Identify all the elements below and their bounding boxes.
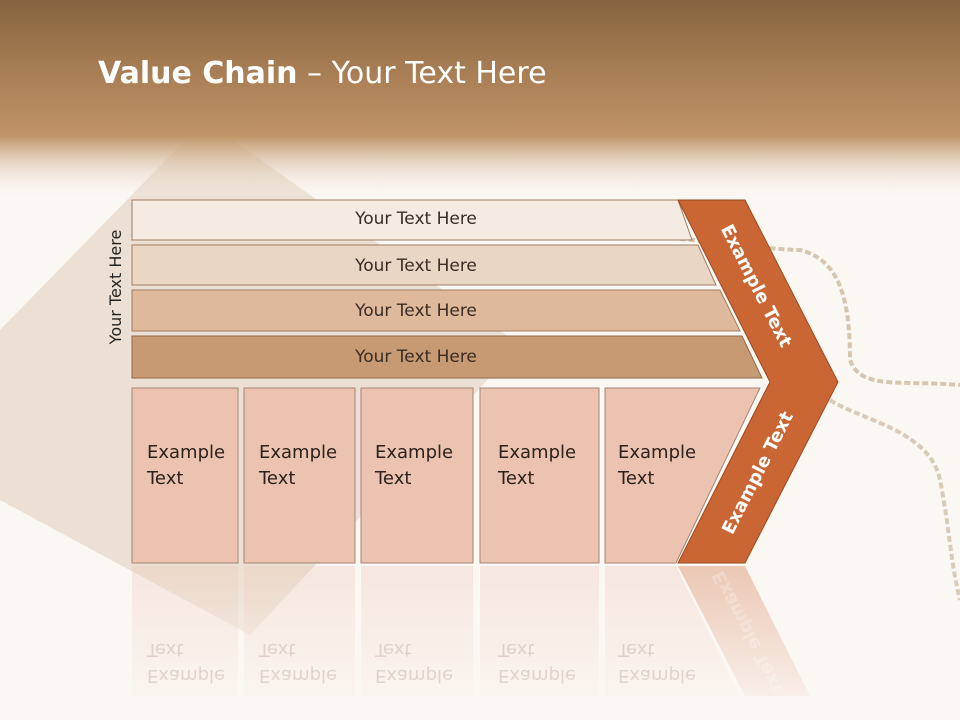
- primary-column-label-4: Example Text: [498, 442, 577, 489]
- reflected-label-5: Example Text: [618, 639, 697, 686]
- primary-column-2: [243, 387, 356, 564]
- support-bar-4: [131, 335, 763, 379]
- primary-column-3: [360, 387, 474, 564]
- reflected-label-1: Example Text: [147, 639, 226, 686]
- support-bar-3: [131, 289, 741, 332]
- primary-column-4: [479, 387, 600, 564]
- support-bar-label-4: Your Text Here: [355, 347, 477, 367]
- reflected-label-3: Example Text: [375, 639, 454, 686]
- reflected-label-2: Example Text: [259, 639, 338, 686]
- support-bar-1: [131, 199, 693, 241]
- support-bar-2: [131, 244, 717, 286]
- header-band: [0, 0, 960, 200]
- reflection-fade: [120, 566, 840, 716]
- support-bar-label-1: Your Text Here: [355, 209, 477, 229]
- primary-column-5: [604, 387, 761, 564]
- slide-title: Value Chain – Your Text Here: [98, 52, 547, 96]
- string-decoration: [589, 234, 960, 387]
- string-decoration-2: [828, 398, 960, 601]
- title-bold: Value Chain: [98, 56, 298, 91]
- support-bar-label-2: Your Text Here: [355, 256, 477, 276]
- margin-chevron: [677, 199, 839, 564]
- support-bar-label-3: Your Text Here: [355, 301, 477, 321]
- primary-column-label-1: Example Text: [147, 442, 226, 489]
- primary-column-1: [131, 387, 239, 564]
- primary-column-label-2: Example Text: [259, 442, 338, 489]
- primary-column-label-3: Example Text: [375, 442, 454, 489]
- reflected-label-4: Example Text: [498, 639, 577, 686]
- title-rest: – Your Text Here: [297, 56, 547, 91]
- primary-column-label-5: Example Text: [618, 442, 697, 489]
